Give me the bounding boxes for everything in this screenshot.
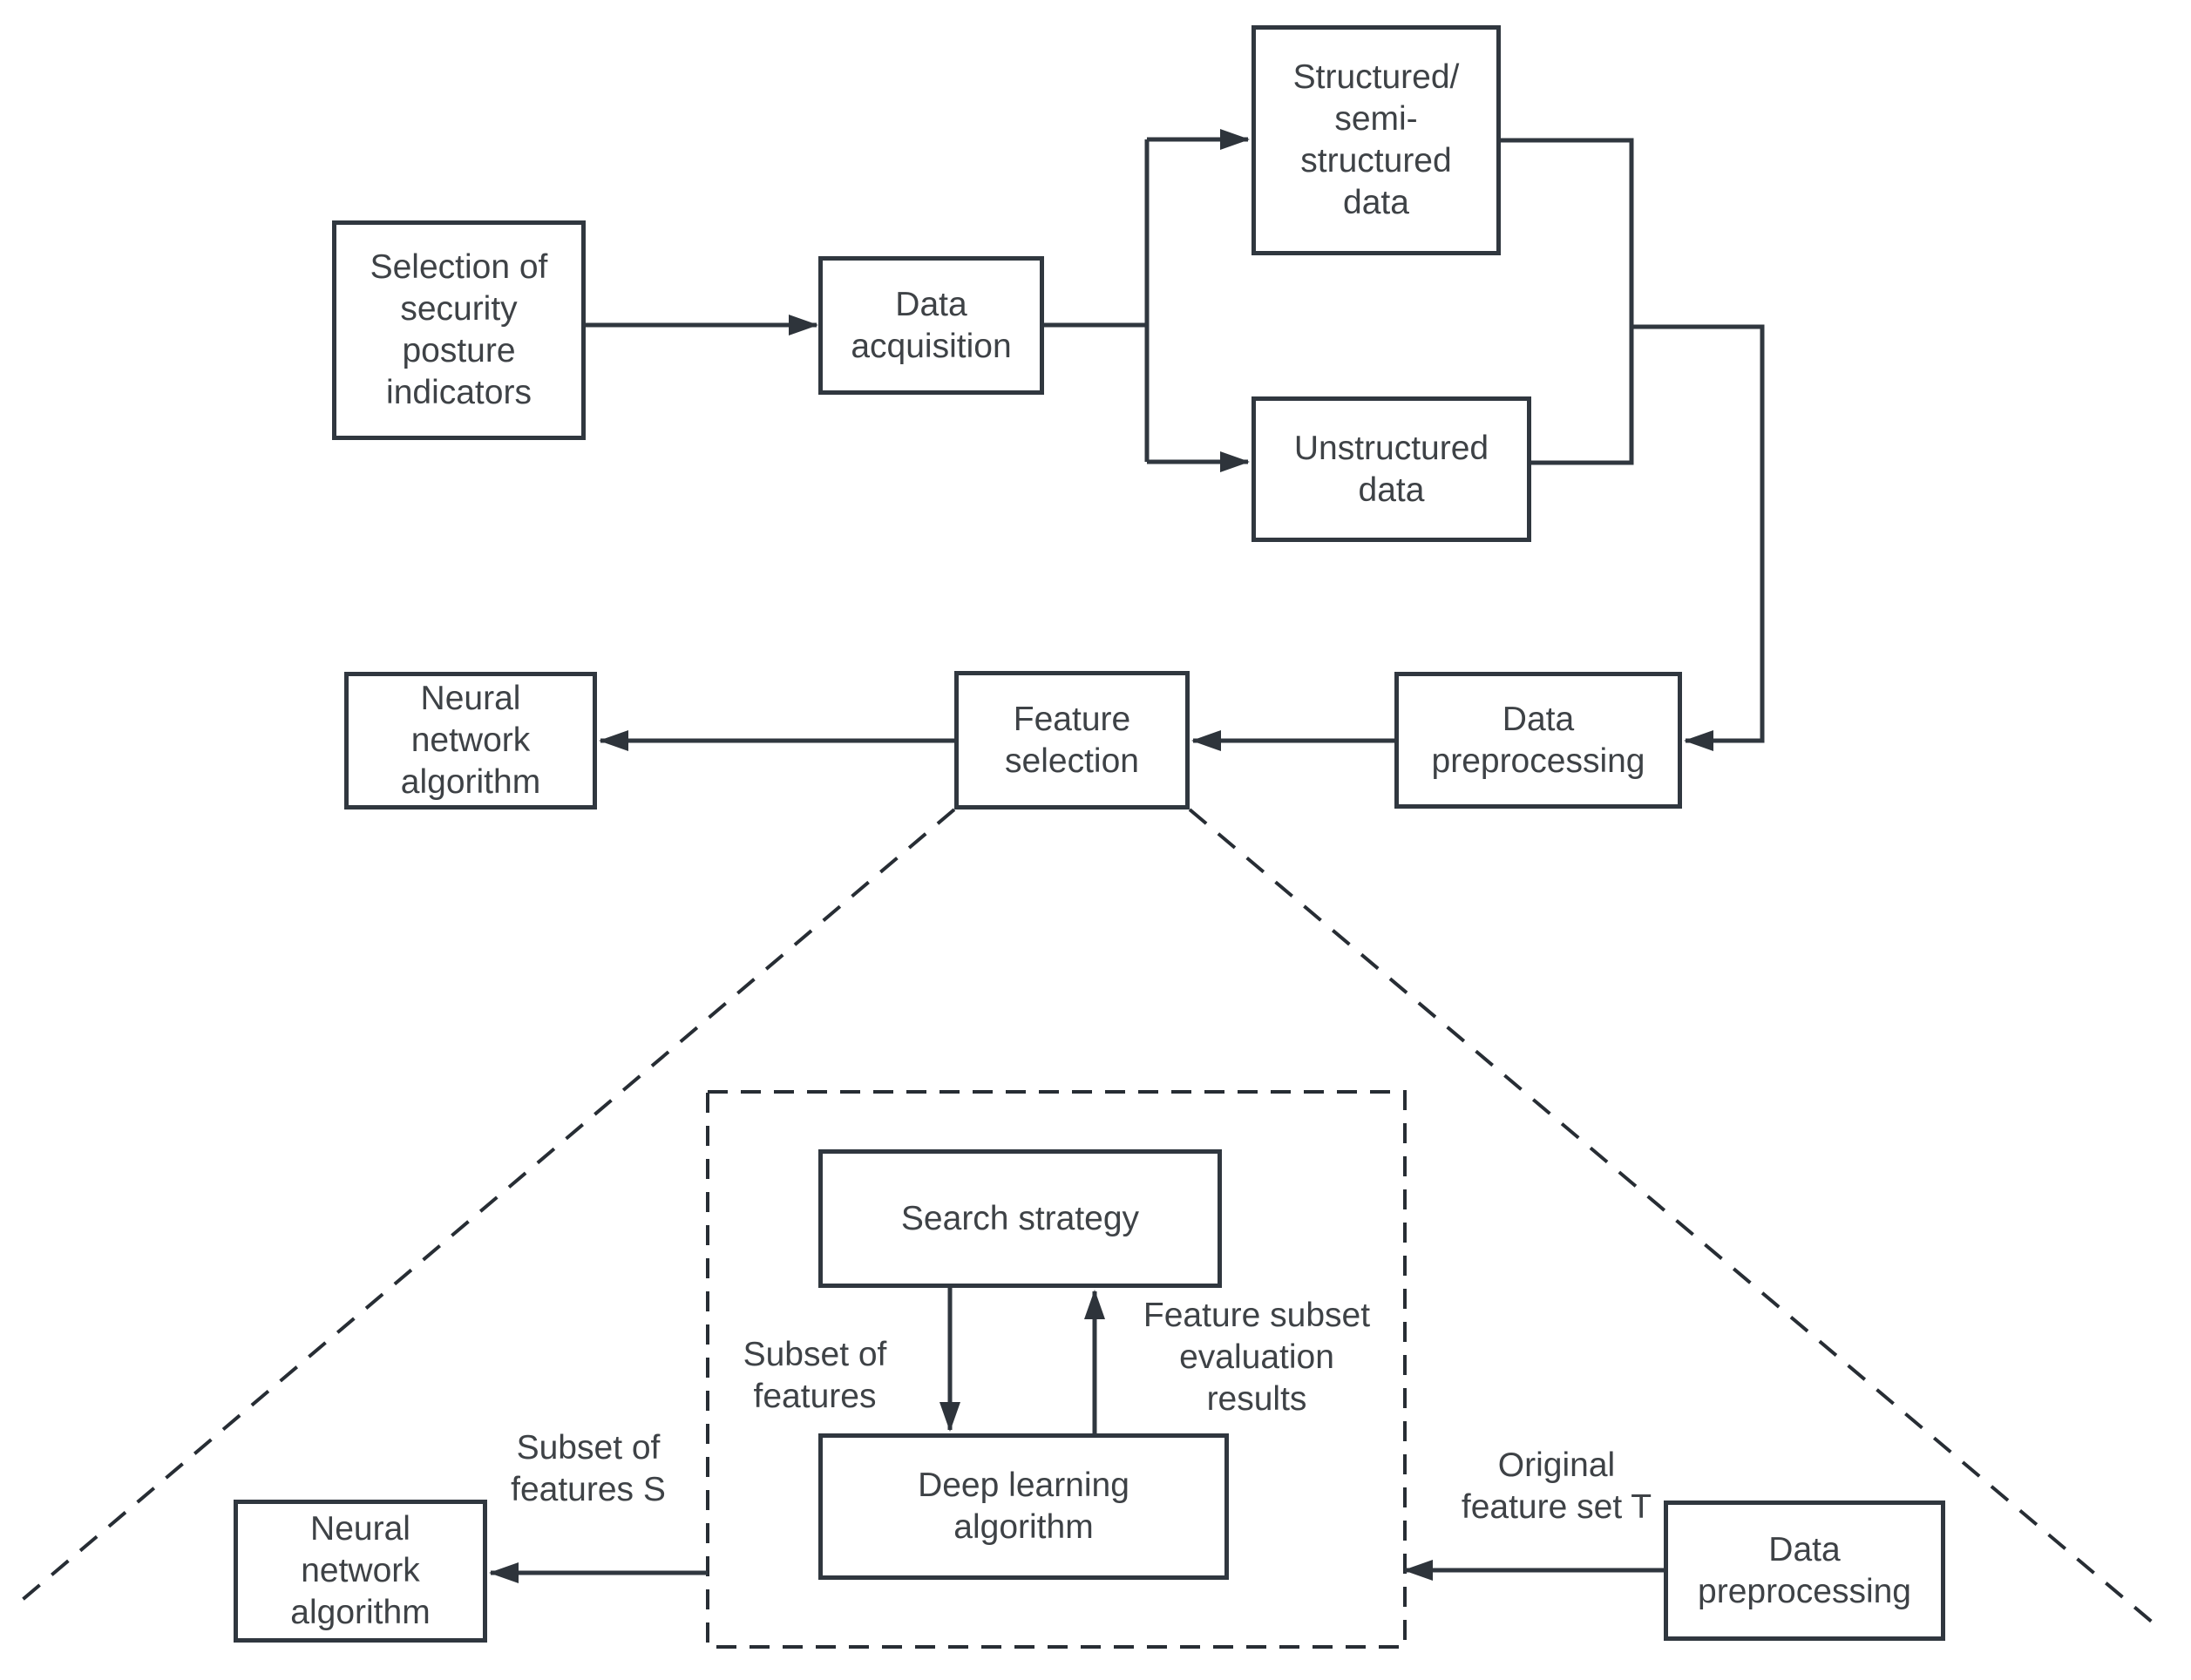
edge-label-feature-subset-evaluation-results: Feature subset evaluation results <box>1143 1297 1371 1418</box>
node-selection-of-security-posture-indicators: Selection of security posture indicators <box>332 220 586 440</box>
node-label: Unstructured data <box>1293 429 1489 509</box>
node-label: Feature selection <box>1005 700 1139 780</box>
node-label: Structured/ semi- structured data <box>1292 58 1460 221</box>
node-data-preprocessing: Data preprocessing <box>1394 672 1682 809</box>
node-label: Neural network algorithm <box>290 1510 431 1631</box>
node-search-strategy: Search strategy <box>818 1149 1222 1288</box>
expansion-line-left <box>17 808 956 1604</box>
expansion-line-right <box>1188 808 2154 1624</box>
node-structured-semi-structured-data: Structured/ semi- structured data <box>1252 25 1501 255</box>
node-label: Search strategy <box>900 1199 1140 1237</box>
node-data-preprocessing-detail: Data preprocessing <box>1664 1500 1945 1641</box>
node-label: Deep learning algorithm <box>918 1467 1129 1546</box>
node-neural-network-algorithm-detail: Neural network algorithm <box>234 1500 487 1643</box>
node-neural-network-algorithm: Neural network algorithm <box>344 672 597 810</box>
edge-structured-unstructured-merge <box>1501 138 1634 465</box>
node-label: Neural network algorithm <box>400 680 541 801</box>
node-deep-learning-algorithm: Deep learning algorithm <box>818 1433 1229 1580</box>
edge-label-subset-of-features-s: Subset of features S <box>511 1429 666 1508</box>
node-label: Data preprocessing <box>1698 1530 1911 1610</box>
node-feature-selection: Feature selection <box>954 671 1190 810</box>
node-label: Data acquisition <box>851 285 1012 365</box>
edge-label-subset-of-features: Subset of features <box>743 1336 887 1415</box>
node-label: Selection of security posture indicators <box>370 248 548 411</box>
feature-selection-detail-boundary <box>706 1090 1407 1649</box>
node-label: Data preprocessing <box>1431 700 1645 780</box>
node-data-acquisition: Data acquisition <box>818 256 1044 395</box>
edge-label-original-feature-set-t: Original feature set T <box>1461 1446 1652 1526</box>
edge-merge-to-data-preprocessing <box>1631 324 1765 751</box>
node-unstructured-data: Unstructured data <box>1252 396 1531 542</box>
